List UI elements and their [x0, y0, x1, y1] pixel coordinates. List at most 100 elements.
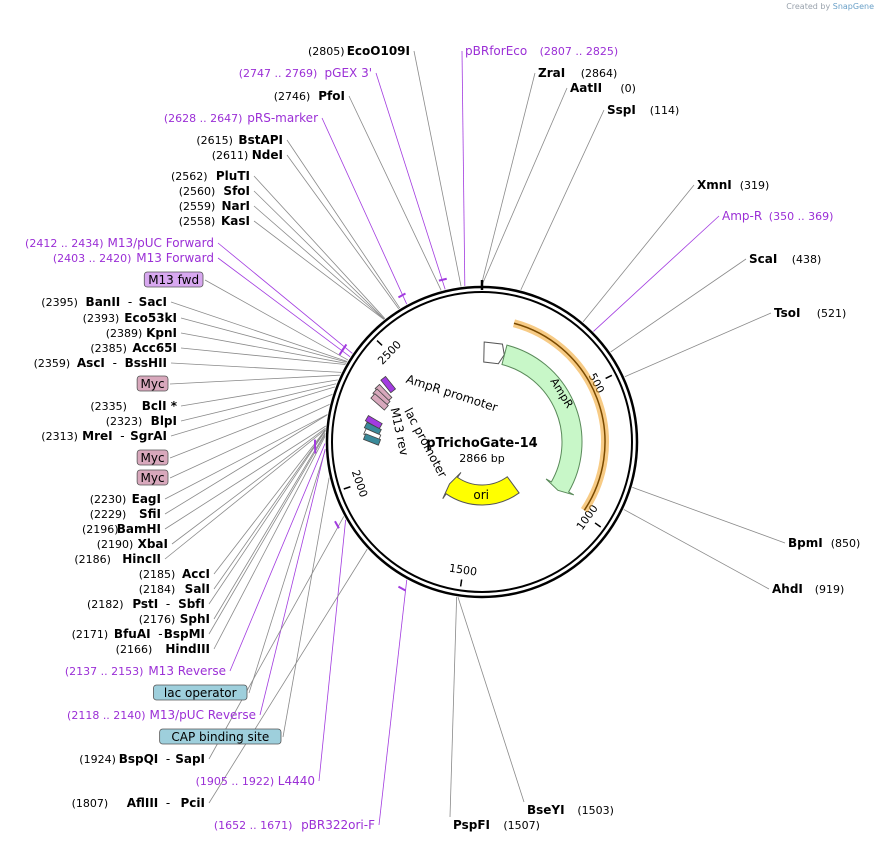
leader-line [164, 429, 326, 560]
leader-line [632, 486, 786, 544]
primer-site-label[interactable]: Amp-R(350 .. 369) [722, 209, 833, 223]
leader-line [520, 109, 605, 291]
box-label-text: lac operator [164, 686, 237, 700]
enzyme-site-label[interactable]: BlpI(2323) [106, 414, 177, 428]
enzyme-position: (2229) [90, 508, 127, 521]
enzyme-site-label[interactable]: SgrAI-MreI(2313) [41, 429, 167, 443]
enzyme-site-label[interactable]: SfoI(2560) [179, 184, 250, 198]
leader-line [253, 175, 386, 319]
enzyme-site-label[interactable]: XbaI(2190) [97, 537, 168, 551]
enzyme-site-label[interactable]: SfiI(2229) [90, 507, 161, 521]
enzyme-position: (2395) [41, 296, 78, 309]
primer-site-label[interactable]: L4440(1905 .. 1922) [196, 774, 315, 788]
primer-range: (2747 .. 2769) [239, 67, 318, 80]
enzyme-position: (1807) [72, 797, 109, 810]
leader-line [610, 258, 747, 353]
leader-line [180, 317, 347, 363]
enzyme-site-label[interactable]: NdeI(2611) [212, 148, 283, 162]
enzyme-site-label[interactable]: HincII(2186) [74, 552, 161, 566]
enzyme-site-label[interactable]: BclI *(2335) [90, 399, 177, 413]
enzyme-site-label[interactable]: KpnI(2389) [106, 326, 177, 340]
myc-tag-box[interactable]: Myc [136, 449, 169, 466]
enzyme-position: (438) [792, 253, 822, 266]
label-box-bg [136, 375, 169, 392]
enzyme-name: PspFI [453, 818, 490, 832]
lac-feature-box[interactable]: lac operator [153, 684, 248, 701]
enzyme-site-label[interactable]: NarI(2559) [179, 199, 250, 213]
enzyme-site-label[interactable]: PspFI(1507) [453, 818, 540, 832]
enzyme-site-label[interactable]: BssHII-AscI(2359) [34, 356, 167, 370]
enzyme-site-label[interactable]: AhdI(919) [772, 582, 844, 596]
leader-line [248, 450, 326, 694]
enzyme-site-label[interactable]: HindIII(2166) [116, 642, 210, 656]
enzyme-site-label[interactable]: PfoI(2746) [274, 89, 345, 103]
primer-site-label[interactable]: M13 Reverse(2137 .. 2153) [65, 664, 226, 678]
enzyme-name: ZraI [538, 66, 565, 80]
mcs-feature-glyph [362, 433, 382, 446]
primer-feature-box[interactable]: M13 fwd [143, 271, 204, 288]
enzyme-site-label[interactable]: EcoO109I(2805) [308, 44, 410, 58]
box-label-text: Myc [141, 377, 165, 391]
enzyme-site-label[interactable]: SspI(114) [607, 103, 679, 117]
primer-site-label[interactable]: M13/pUC Forward(2412 .. 2434) [25, 236, 214, 250]
enzyme-name: PluTI [216, 169, 250, 183]
leader-line [169, 403, 330, 479]
enzyme-name: EagI [132, 492, 161, 506]
enzyme-site-label[interactable]: TsoI(521) [774, 306, 846, 320]
enzyme-separator: - [166, 796, 170, 810]
lac-feature-box[interactable]: CAP binding site [159, 728, 282, 745]
enzyme-site-label[interactable]: Acc65I(2385) [90, 341, 177, 355]
enzyme-site-label[interactable]: PciI-AflIII(1807) [72, 796, 205, 810]
enzyme-site-label[interactable]: AccI(2185) [139, 567, 210, 581]
ampr-arrow[interactable] [501, 344, 583, 496]
leader-line [461, 50, 466, 286]
enzyme-site-label[interactable]: SbfI-PstI(2182) [87, 597, 205, 611]
enzyme-site-label[interactable]: Eco53kI(2393) [83, 311, 177, 325]
primer-range: (2412 .. 2434) [25, 237, 104, 250]
enzyme-separator: - [120, 429, 124, 443]
enzyme-site-label[interactable]: EagI(2230) [90, 492, 161, 506]
primer-site-label[interactable]: M13/pUC Reverse(2118 .. 2140) [67, 708, 256, 722]
credit-prefix: Created by [786, 2, 831, 11]
enzyme-site-label[interactable]: SphI(2176) [139, 612, 210, 626]
leader-line [582, 184, 695, 323]
enzyme-site-label[interactable]: BseYI(1503) [527, 803, 614, 817]
enzyme-site-label[interactable]: PluTI(2562) [171, 169, 250, 183]
enzyme-site-label[interactable]: BamHI(2196) [82, 522, 161, 536]
enzyme-site-label[interactable]: SalI(2184) [139, 582, 210, 596]
myc-tag-box[interactable]: Myc [136, 469, 169, 486]
myc-tag-box[interactable]: Myc [136, 375, 169, 392]
label-leader-lines [164, 50, 786, 826]
enzyme-position: (521) [817, 307, 847, 320]
primer-site-label[interactable]: pGEX 3'(2747 .. 2769) [239, 66, 372, 80]
primer-name: pBRforEco [465, 44, 527, 58]
ampr-promoter-arrow[interactable] [483, 341, 505, 365]
enzyme-site-label[interactable]: BspMI-BfuAI(2171) [72, 627, 205, 641]
primer-site-label[interactable]: pBR322ori-F(1652 .. 1671) [214, 818, 375, 832]
plasmid-backbone [325, 280, 639, 599]
enzyme-site-label[interactable]: KasI(2558) [179, 214, 250, 228]
enzyme-name: AscI [77, 356, 105, 370]
ori-arrow[interactable] [442, 472, 520, 506]
primer-site-label[interactable]: pRS-marker(2628 .. 2647) [164, 111, 318, 125]
enzyme-site-label[interactable]: BstAPI(2615) [196, 133, 283, 147]
leader-line [321, 117, 408, 305]
enzyme-site-label[interactable]: BpmI(850) [788, 536, 860, 550]
enzyme-position: (2335) [90, 400, 127, 413]
enzyme-separator: - [166, 597, 170, 611]
enzyme-site-label[interactable]: SapI-BspQI(1924) [79, 752, 205, 766]
enzyme-name-2: BssHII [125, 356, 167, 370]
enzyme-site-label[interactable]: ScaI(438) [749, 252, 821, 266]
leader-line [375, 72, 446, 290]
enzyme-name: PstI [132, 597, 158, 611]
enzyme-separator: - [113, 356, 117, 370]
leader-line [481, 87, 568, 286]
primer-site-label[interactable]: M13 Forward(2403 .. 2420) [53, 251, 214, 265]
enzyme-site-label[interactable]: AatII(0) [570, 81, 636, 95]
enzyme-name-2: PciI [181, 796, 206, 810]
enzyme-site-label[interactable]: SacI-BanII(2395) [41, 295, 167, 309]
primer-site-label[interactable]: pBRforEco(2807 .. 2825) [465, 44, 618, 58]
primer-range: (1652 .. 1671) [214, 819, 293, 832]
enzyme-site-label[interactable]: ZraI(2864) [538, 66, 617, 80]
enzyme-site-label[interactable]: XmnI(319) [697, 178, 769, 192]
